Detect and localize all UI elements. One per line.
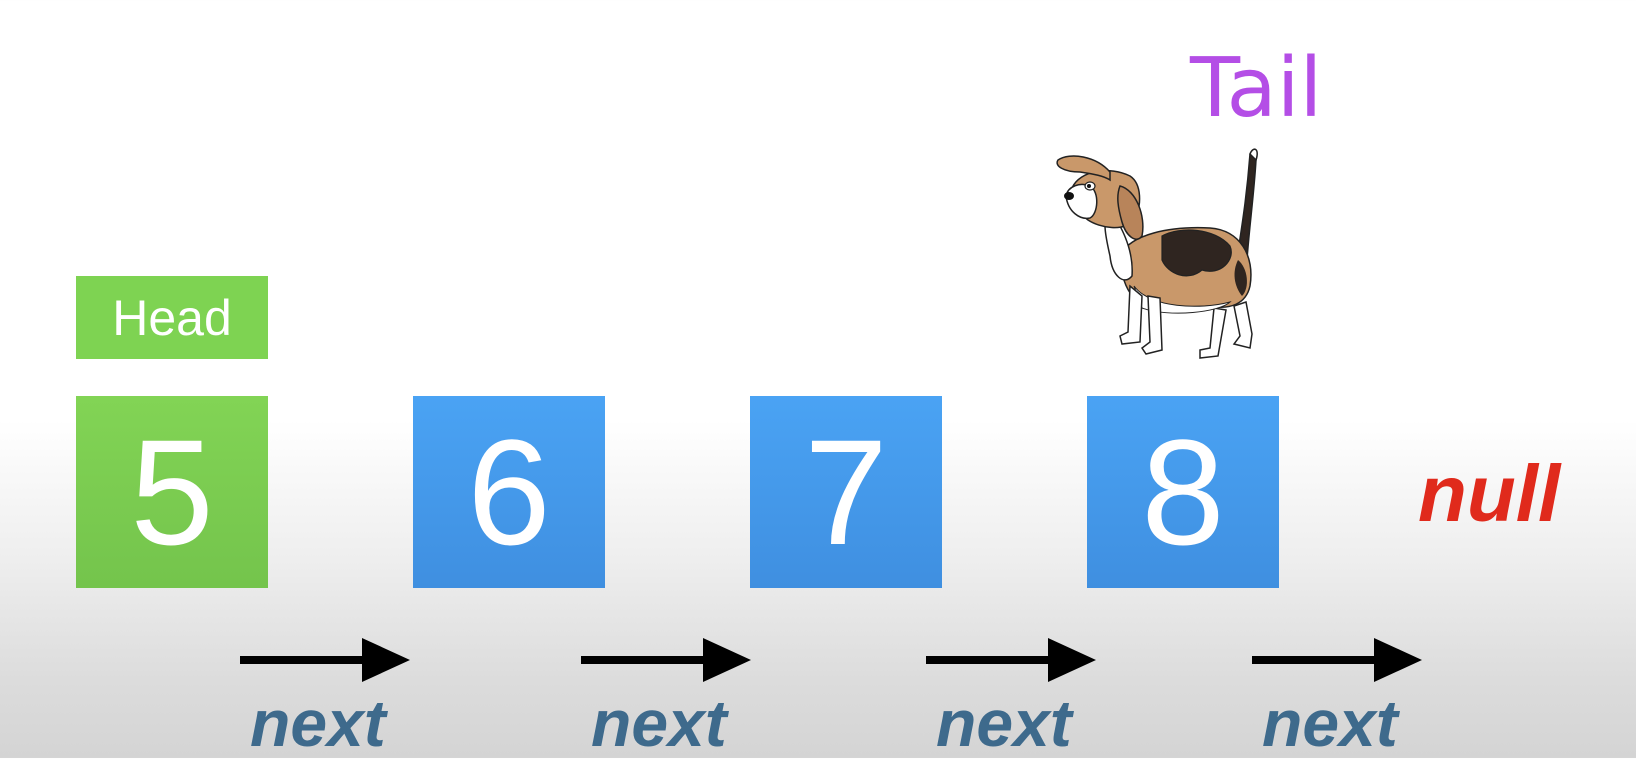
arrow-right-icon xyxy=(1252,638,1422,682)
beagle-dog-icon xyxy=(1056,148,1258,359)
node-2: 6 xyxy=(413,396,605,588)
arrow-right-icon xyxy=(926,638,1096,682)
arrow-right-icon xyxy=(240,638,410,682)
next-label: next xyxy=(591,686,727,760)
tail-label: Tail xyxy=(1190,41,1323,136)
arrow-right-icon xyxy=(581,638,751,682)
next-label: next xyxy=(250,686,386,760)
head-label: Head xyxy=(76,276,268,359)
node-3: 7 xyxy=(750,396,942,588)
null-label: null xyxy=(1418,449,1561,538)
next-label: next xyxy=(936,686,1072,760)
node-tail: 8 xyxy=(1087,396,1279,588)
node-head: 5 xyxy=(76,396,268,588)
next-label: next xyxy=(1262,686,1398,760)
